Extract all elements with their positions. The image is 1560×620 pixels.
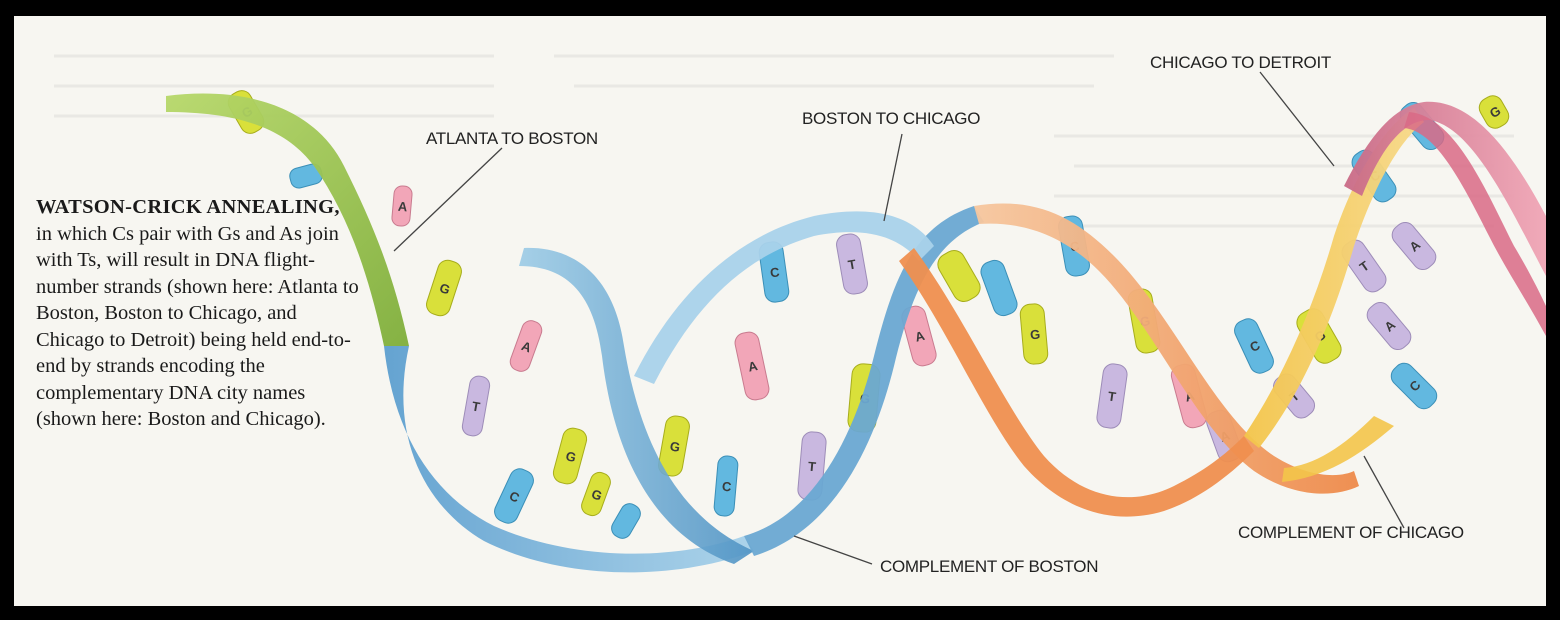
magazine-page: G A G T A	[14, 16, 1546, 606]
leader-chicago-to-detroit	[1260, 72, 1334, 166]
base-pair: T	[1096, 363, 1129, 430]
label-boston-to-chicago: BOSTON TO CHICAGO	[802, 109, 980, 128]
base-pair: G	[579, 470, 613, 518]
base-pair: G	[551, 426, 589, 486]
base-pair: C	[1387, 359, 1441, 413]
svg-text:G: G	[1029, 326, 1040, 342]
base-pair: C	[1231, 316, 1276, 377]
label-complement-of-chicago: COMPLEMENT OF CHICAGO	[1238, 523, 1464, 542]
base-pair: C	[713, 455, 738, 517]
base-pair	[978, 258, 1020, 319]
base-pair	[608, 500, 643, 541]
base-pair: A	[391, 185, 412, 226]
leader-complement-of-boston	[794, 536, 872, 564]
base-pair: T	[461, 375, 491, 438]
strand-complement-of-chicago	[1244, 108, 1424, 448]
label-chicago-to-detroit: CHICAGO TO DETROIT	[1150, 53, 1331, 72]
label-complement-of-boston: COMPLEMENT OF BOSTON	[880, 557, 1098, 576]
leader-complement-of-chicago	[1364, 456, 1404, 528]
base-pair: G	[424, 258, 464, 319]
base-pair: A	[733, 330, 771, 402]
strand-yellow-lower	[1282, 416, 1394, 482]
caption-block: WATSON-CRICK ANNEALING, in which Cs pair…	[36, 194, 366, 433]
caption-heading: WATSON-CRICK ANNEALING,	[36, 194, 366, 221]
svg-text:T: T	[807, 459, 816, 475]
caption-body: in which Cs pair with Gs and As join wit…	[36, 221, 366, 433]
base-pair: T	[835, 232, 869, 295]
base-pair: C	[491, 466, 536, 527]
leader-boston-to-chicago	[884, 134, 902, 221]
base-pair: G	[1019, 303, 1048, 365]
base-pair: A	[508, 318, 545, 374]
base-pair: A	[1363, 298, 1415, 353]
label-atlanta-to-boston: ATLANTA TO BOSTON	[426, 129, 598, 148]
